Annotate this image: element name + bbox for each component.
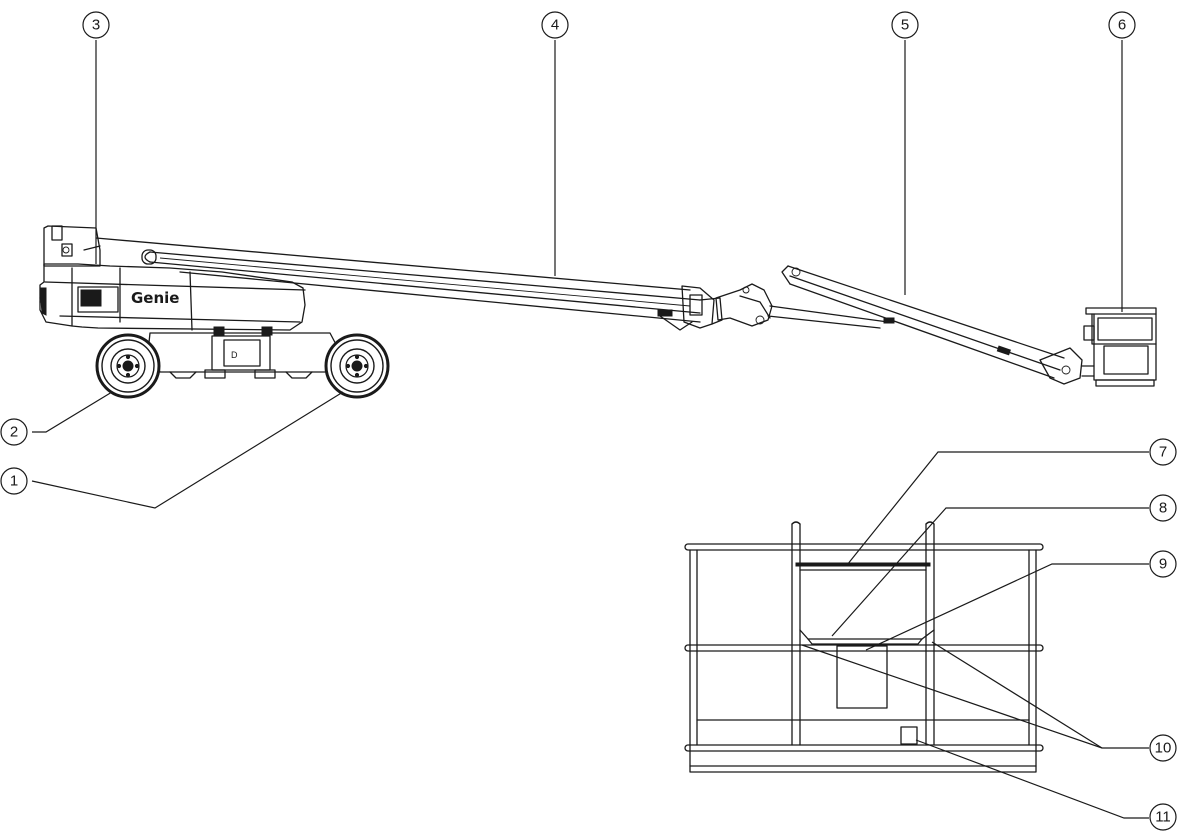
callout-1: 1: [0, 467, 28, 495]
callout-8-label: 8: [1159, 500, 1167, 517]
callout-9-label: 9: [1159, 556, 1167, 573]
callout-2: 2: [0, 418, 28, 446]
callout-6-label: 6: [1118, 17, 1126, 34]
rear-wheel: [95, 333, 161, 399]
callout-1-label: 1: [10, 473, 18, 490]
leader-lines: [31, 40, 1149, 819]
turntable: [43, 225, 101, 267]
jib-knuckle: [715, 283, 889, 329]
callout-4-label: 4: [551, 17, 559, 34]
main-boom: [95, 237, 723, 331]
callout-5-label: 5: [901, 17, 909, 34]
undercarriage: D: [147, 326, 341, 379]
callout-10: 10: [1149, 734, 1177, 762]
callout-2-label: 2: [10, 424, 18, 441]
callout-3-label: 3: [92, 17, 100, 34]
callout-10-label: 10: [1155, 740, 1172, 757]
callout-7: 7: [1149, 438, 1177, 466]
callout-6: 6: [1108, 11, 1136, 39]
brand-logo: Genie: [131, 289, 179, 307]
svg-text:D: D: [231, 350, 238, 360]
callout-4: 4: [541, 11, 569, 39]
jib-boom: [781, 265, 1083, 385]
callout-9: 9: [1149, 550, 1177, 578]
callout-11: 11: [1149, 803, 1177, 831]
chassis: Genie: [39, 263, 306, 331]
callout-8: 8: [1149, 494, 1177, 522]
callout-5: 5: [891, 11, 919, 39]
platform-front-view: [684, 521, 1044, 773]
callout-7-label: 7: [1159, 444, 1167, 461]
platform-side: [1081, 307, 1157, 387]
callout-11-label: 11: [1155, 809, 1171, 826]
callout-3: 3: [82, 11, 110, 39]
boom-lift-side-view: Genie D: [39, 225, 1157, 399]
front-wheel: [324, 333, 390, 399]
